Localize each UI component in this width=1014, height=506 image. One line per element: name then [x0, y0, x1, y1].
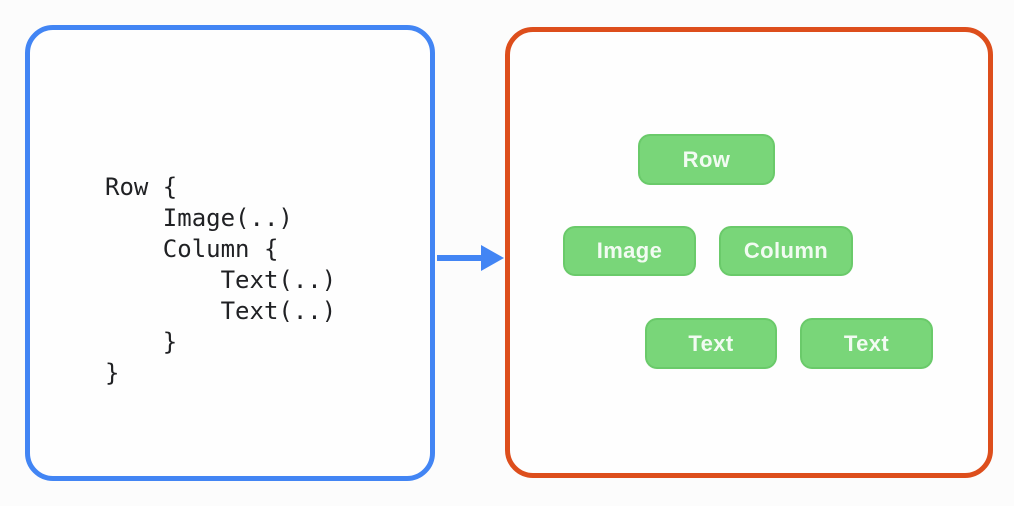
- tree-node-text-2-label: Text: [843, 330, 890, 356]
- tree-node-text-1-label: Text: [688, 330, 734, 356]
- code-snippet: Row { Image(..) Column { Text(..) Text(.…: [105, 173, 337, 387]
- tree-node-row: Row: [638, 134, 775, 185]
- tree-node-text-1: Text: [645, 318, 777, 369]
- transform-arrow-icon: [437, 245, 504, 271]
- tree-node-image: Image: [563, 226, 696, 276]
- tree-node-image-label: Image: [596, 238, 663, 263]
- arrow-head: [481, 245, 504, 271]
- code-panel: [25, 25, 435, 481]
- tree-node-column-label: Column: [743, 238, 829, 263]
- tree-node-text-2: Text: [800, 318, 933, 369]
- tree-node-column: Column: [719, 226, 853, 276]
- tree-node-row-label: Row: [682, 146, 731, 172]
